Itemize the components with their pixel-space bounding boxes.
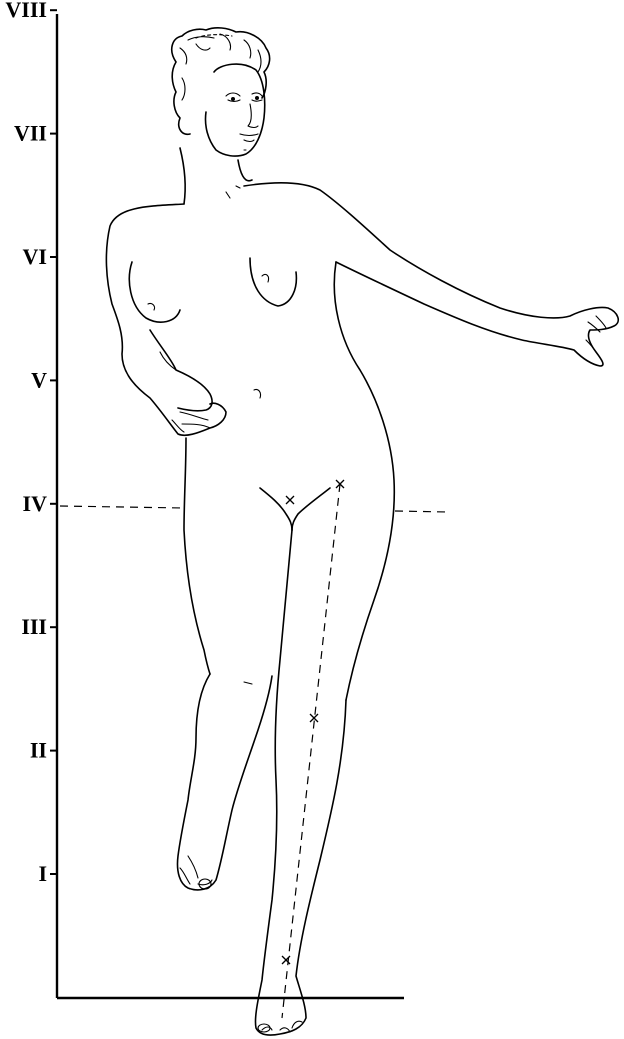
breast-left	[129, 262, 180, 322]
scale-label-v: V	[31, 367, 47, 392]
scale-label-vii: VII	[14, 121, 47, 146]
scale-label-i: I	[38, 861, 47, 886]
hair	[172, 28, 270, 134]
leg-measurement-line	[282, 480, 344, 1018]
scale-label-vi: VI	[23, 244, 47, 269]
scale-label-ii: II	[30, 738, 47, 763]
scale-label-viii: VIII	[5, 0, 47, 22]
left-arm	[106, 204, 226, 435]
left-leg	[177, 674, 272, 890]
level-iv-reference-line	[60, 506, 448, 512]
face	[205, 64, 264, 156]
cross-mark-crotch	[286, 496, 294, 504]
breast-right	[250, 258, 296, 306]
standing-female-figure	[106, 28, 618, 1035]
right-leg	[255, 530, 346, 1035]
scale-label-iii: III	[21, 614, 47, 639]
scale-label-iv: IV	[23, 491, 48, 516]
right-arm	[244, 183, 618, 366]
